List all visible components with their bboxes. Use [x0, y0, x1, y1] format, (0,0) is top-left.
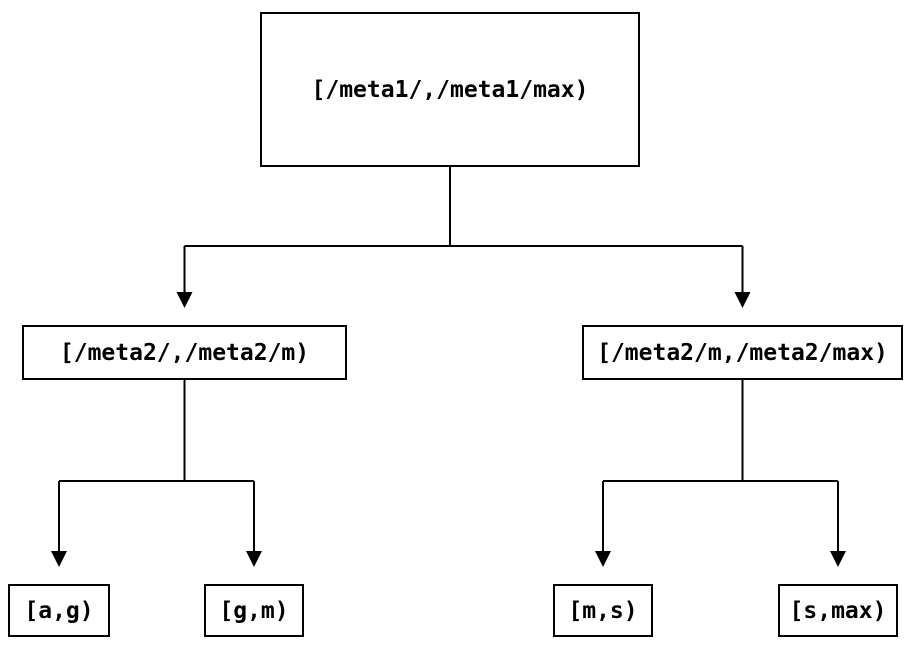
- arrowhead-icon: [595, 551, 611, 567]
- node-leaf-s-max: [s,max): [778, 584, 898, 637]
- arrowhead-icon: [830, 551, 846, 567]
- node-root-interval: [/meta1/,/meta1/max): [260, 12, 640, 167]
- node-leaf-a-g: [a,g): [8, 584, 110, 637]
- node-label: [/meta1/,/meta1/max): [311, 76, 589, 103]
- node-label: [m,s): [568, 597, 638, 624]
- node-label: [/meta2/,/meta2/m): [59, 339, 310, 366]
- node-leaf-m-s: [m,s): [553, 584, 653, 637]
- arrowhead-icon: [51, 551, 67, 567]
- node-meta2-high-interval: [/meta2/m,/meta2/max): [582, 325, 903, 380]
- node-label: [s,max): [789, 597, 887, 624]
- arrowhead-icon: [734, 292, 751, 308]
- node-meta2-low-interval: [/meta2/,/meta2/m): [22, 325, 347, 380]
- node-leaf-g-m: [g,m): [204, 584, 304, 637]
- arrowhead-icon: [246, 551, 262, 567]
- node-label: [g,m): [219, 597, 289, 624]
- node-label: [a,g): [24, 597, 94, 624]
- arrowhead-icon: [176, 292, 193, 308]
- node-label: [/meta2/m,/meta2/max): [597, 339, 888, 366]
